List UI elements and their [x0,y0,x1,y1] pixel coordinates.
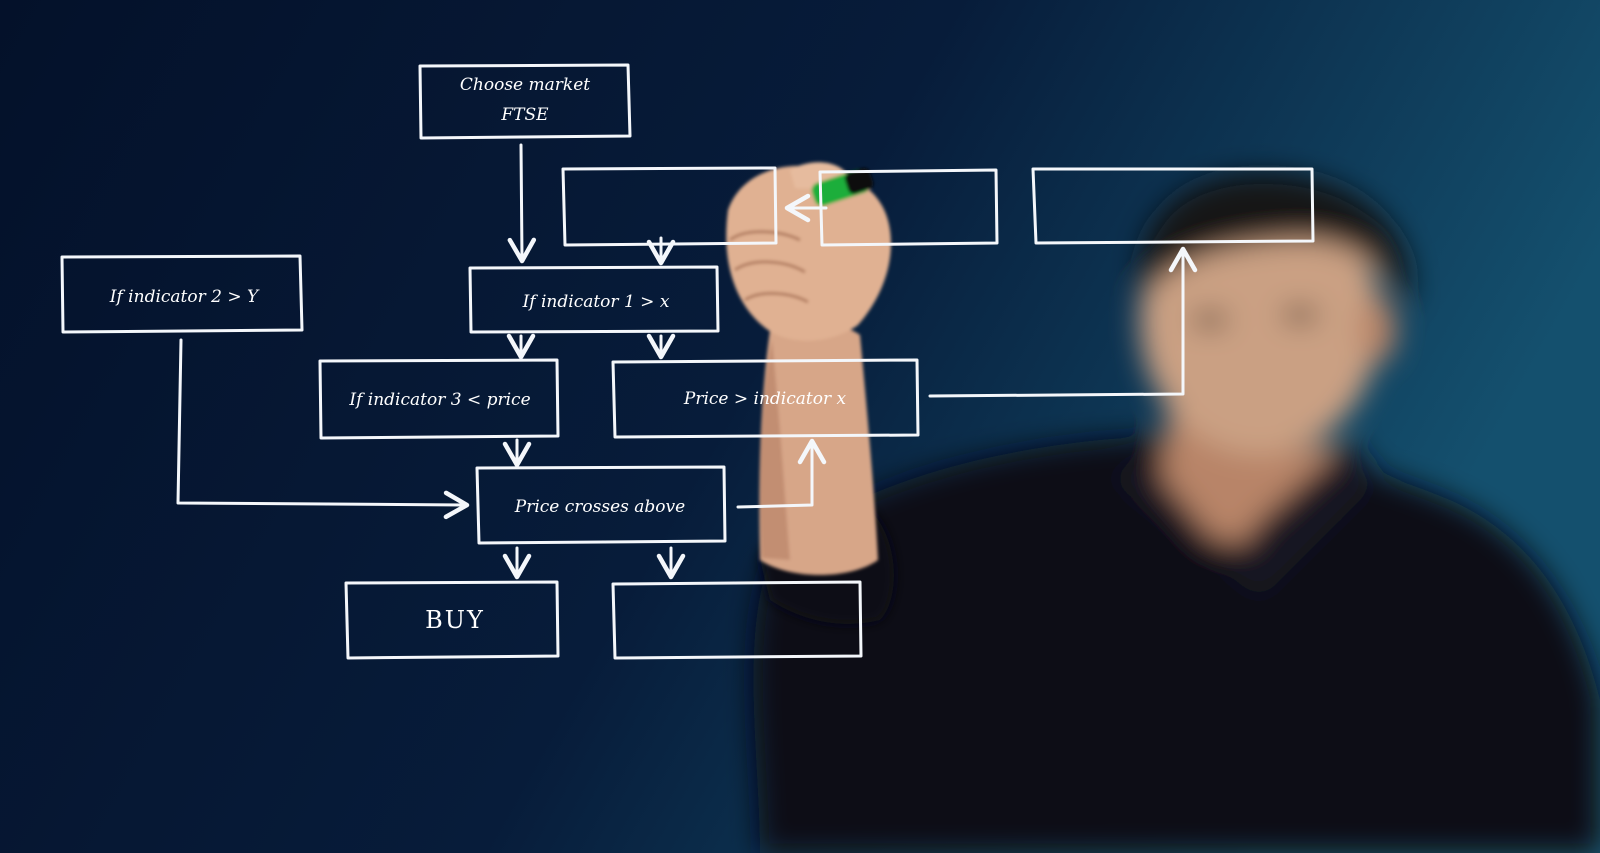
indicator-3-label: If indicator 3 < price [348,390,530,410]
buy-label: BUY [425,606,485,634]
box-price-indicator: Price > indicator x [611,358,920,439]
price-crosses-label: Price crosses above [514,497,685,517]
indicator-2-label: If indicator 2 > Y [109,287,260,307]
box-blank-top-right [1031,167,1315,245]
box-blank-top-left [561,166,778,247]
arrow-indicator2-to-price-crosses [176,338,470,520]
arrow-market-to-indicator1 [507,143,537,264]
flowchart-arrows [176,143,1198,580]
box-price-crosses: Price crosses above [475,465,727,545]
arrow-price-indicator-to-top-right [928,246,1198,398]
price-indicator-label: Price > indicator x [683,389,847,409]
indicator-1-label: If indicator 1 > x [522,292,670,312]
arrow-price-crosses-to-price-indicator [736,438,827,509]
blurred-person [753,174,1600,853]
flowchart: Choose market FTSE If indicator 2 > Y If… [60,63,1315,660]
choose-market-ftse-label: FTSE [500,105,549,125]
box-indicator-3: If indicator 3 < price [318,358,560,440]
box-buy: BUY [344,580,560,660]
choose-market-label: Choose market [460,75,590,95]
box-indicator-2: If indicator 2 > Y [60,254,304,334]
box-indicator-1: If indicator 1 > x [468,265,720,334]
box-choose-market: Choose market FTSE [418,63,632,140]
box-blank-bottom [611,580,863,660]
box-blank-top-mid [818,168,999,247]
